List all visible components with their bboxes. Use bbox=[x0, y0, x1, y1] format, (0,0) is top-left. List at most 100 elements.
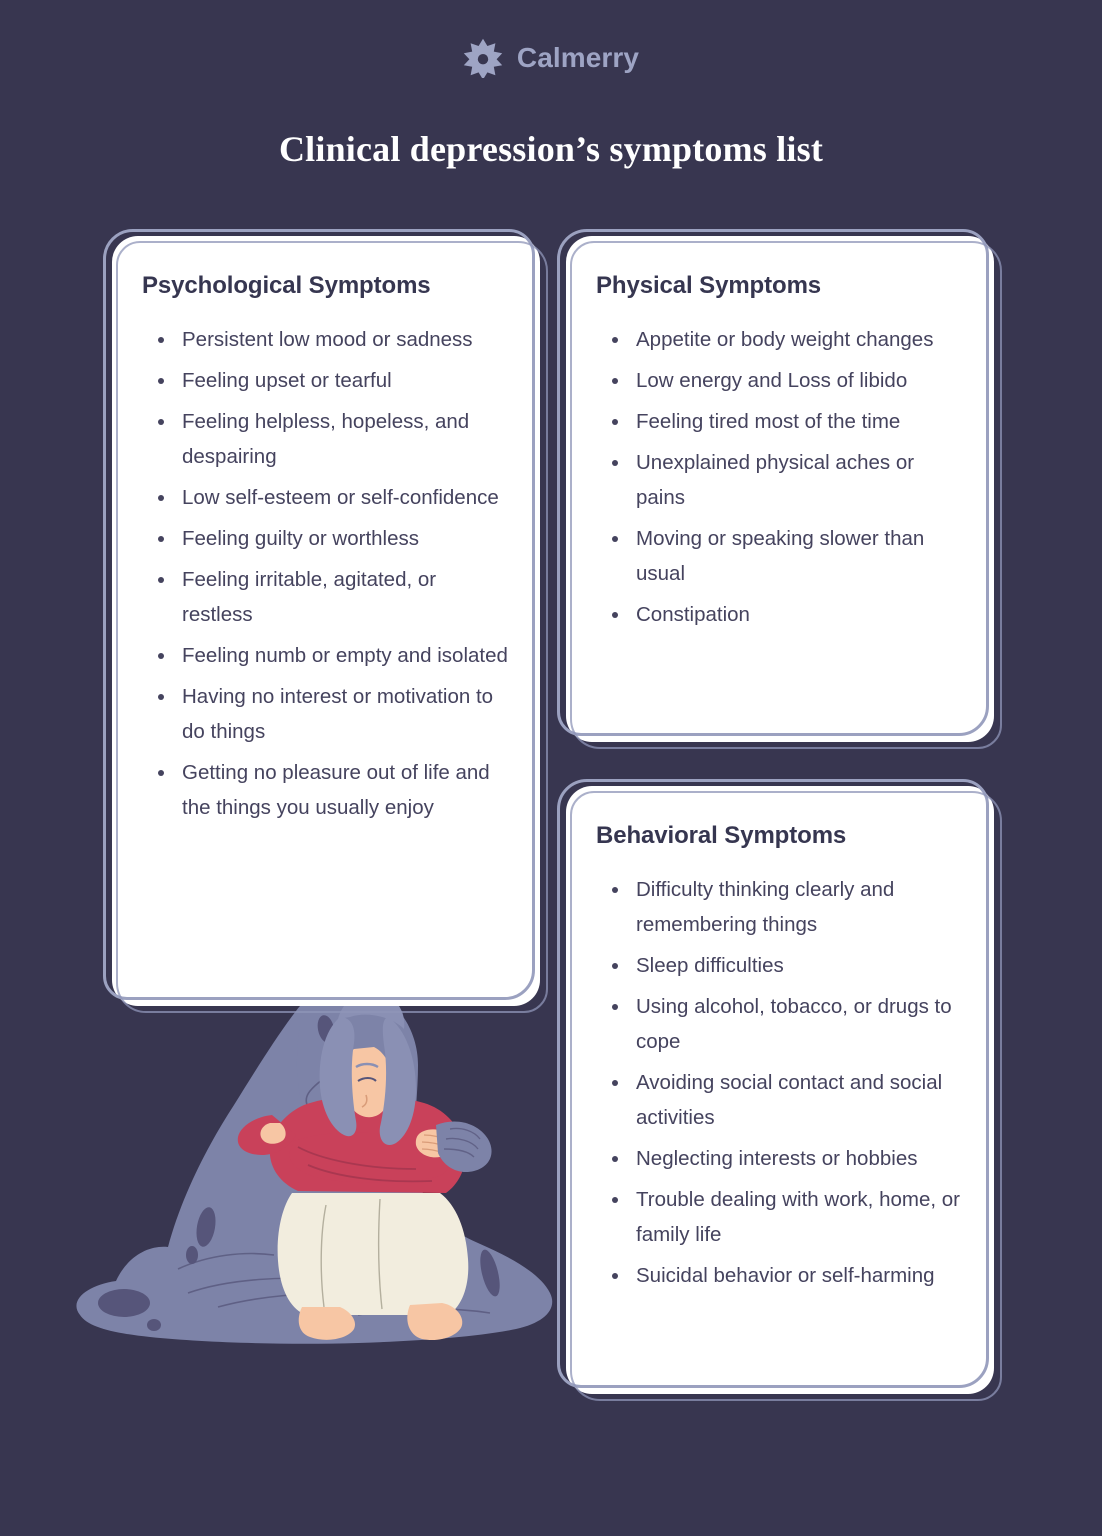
person-face bbox=[343, 1047, 393, 1118]
list-item: Difficulty thinking clearly and remember… bbox=[608, 872, 966, 942]
bullet-icon bbox=[612, 419, 618, 425]
bullet-icon bbox=[612, 612, 618, 618]
person-eyebrow bbox=[355, 1062, 379, 1069]
shadow-arm-right bbox=[436, 1121, 492, 1173]
list-item: Neglecting interests or hobbies bbox=[608, 1141, 966, 1176]
person-arms bbox=[289, 1132, 450, 1183]
list-item: Low energy and Loss of libido bbox=[608, 363, 966, 398]
list-item: Appetite or body weight changes bbox=[608, 322, 966, 357]
shadow-arm-lines bbox=[443, 1127, 481, 1158]
person-pants bbox=[277, 1193, 469, 1315]
list-item: Feeling guilty or worthless bbox=[154, 521, 512, 556]
person-hair-left bbox=[319, 1017, 357, 1137]
list-item-label: Difficulty thinking clearly and remember… bbox=[636, 878, 895, 936]
list-item-label: Moving or speaking slower than usual bbox=[636, 527, 925, 585]
list-item: Getting no pleasure out of life and the … bbox=[154, 755, 512, 825]
bullet-icon bbox=[612, 1197, 618, 1203]
card-heading: Behavioral Symptoms bbox=[596, 822, 847, 849]
bullet-icon bbox=[158, 337, 164, 343]
list-item-label: Avoiding social contact and social activ… bbox=[636, 1071, 943, 1129]
list-item: Suicidal behavior or self-harming bbox=[608, 1258, 966, 1293]
list-item: Feeling upset or tearful bbox=[154, 363, 512, 398]
list-item: Feeling numb or empty and isolated bbox=[154, 638, 512, 673]
list-item-label: Getting no pleasure out of life and the … bbox=[182, 761, 490, 819]
list-item: Feeling tired most of the time bbox=[608, 404, 966, 439]
bullet-icon bbox=[612, 887, 618, 893]
list-item: Trouble dealing with work, home, or fami… bbox=[608, 1182, 966, 1252]
bullet-icon bbox=[612, 1004, 618, 1010]
shadow-blob-5 bbox=[480, 1249, 500, 1297]
person-hand-left bbox=[260, 1123, 286, 1144]
list-item-label: Neglecting interests or hobbies bbox=[636, 1147, 918, 1170]
bullet-icon bbox=[612, 963, 618, 969]
list-item-label: Suicidal behavior or self-harming bbox=[636, 1264, 935, 1287]
list-item-label: Feeling irritable, agitated, or restless bbox=[182, 568, 437, 626]
bullet-icon bbox=[612, 460, 618, 466]
list-item: Avoiding social contact and social activ… bbox=[608, 1065, 966, 1135]
list-item: Persistent low mood or sadness bbox=[154, 322, 512, 357]
symptom-list-psychological: Persistent low mood or sadness Feeling u… bbox=[142, 322, 512, 825]
bullet-icon bbox=[612, 337, 618, 343]
person-nose bbox=[361, 1094, 368, 1108]
bullet-icon bbox=[612, 1156, 618, 1162]
pants-folds bbox=[320, 1198, 383, 1310]
list-item-label: Sleep difficulties bbox=[636, 954, 784, 977]
shadow-blob-1 bbox=[98, 1289, 150, 1317]
list-item: Constipation bbox=[608, 597, 966, 632]
bullet-icon bbox=[612, 378, 618, 384]
bullet-icon bbox=[158, 419, 164, 425]
list-item-label: Trouble dealing with work, home, or fami… bbox=[636, 1188, 960, 1246]
list-item-label: Feeling tired most of the time bbox=[636, 410, 901, 433]
list-item: Unexplained physical aches or pains bbox=[608, 445, 966, 515]
shadow-blob-3 bbox=[196, 1207, 216, 1247]
person-foot-right bbox=[407, 1303, 463, 1341]
bullet-icon bbox=[612, 1273, 618, 1279]
list-item-label: Low energy and Loss of libido bbox=[636, 369, 908, 392]
eight-point-flower-icon bbox=[463, 38, 503, 78]
bullet-icon bbox=[158, 653, 164, 659]
bullet-icon bbox=[158, 495, 164, 501]
list-item-label: Feeling upset or tearful bbox=[182, 369, 392, 392]
bullet-icon bbox=[158, 770, 164, 776]
person-foot-left bbox=[298, 1307, 356, 1340]
card-psychological: Psychological Symptoms Persistent low mo… bbox=[103, 229, 548, 1013]
list-item-label: Appetite or body weight changes bbox=[636, 328, 934, 351]
list-item-label: Low self-esteem or self-confidence bbox=[182, 486, 499, 509]
card-heading: Physical Symptoms bbox=[596, 272, 822, 299]
card-behavioral: Behavioral Symptoms Difficulty thinking … bbox=[557, 779, 1002, 1401]
bullet-icon bbox=[158, 378, 164, 384]
arm-outlines bbox=[297, 1146, 433, 1183]
list-item-label: Constipation bbox=[636, 603, 750, 626]
symptom-list-physical: Appetite or body weight changes Low ener… bbox=[596, 322, 966, 632]
list-item: Low self-esteem or self-confidence bbox=[154, 480, 512, 515]
card-physical: Physical Symptoms Appetite or body weigh… bbox=[557, 229, 1002, 749]
brand-name: Calmerry bbox=[516, 42, 640, 73]
list-item-label: Feeling helpless, hopeless, and despairi… bbox=[182, 410, 470, 468]
person-closed-eye bbox=[357, 1077, 377, 1082]
list-item-label: Unexplained physical aches or pains bbox=[636, 451, 915, 509]
page-title: Clinical depression’s symptoms list bbox=[278, 129, 824, 169]
list-item-label: Persistent low mood or sadness bbox=[182, 328, 473, 351]
list-item: Using alcohol, tobacco, or drugs to cope bbox=[608, 989, 966, 1059]
list-item: Feeling helpless, hopeless, and despairi… bbox=[154, 404, 512, 474]
shadow-blob-2 bbox=[147, 1319, 161, 1331]
list-item-label: Using alcohol, tobacco, or drugs to cope bbox=[636, 995, 952, 1053]
list-item: Feeling irritable, agitated, or restless bbox=[154, 562, 512, 632]
bullet-icon bbox=[158, 577, 164, 583]
list-item-label: Feeling guilty or worthless bbox=[182, 527, 419, 550]
shadow-blob-4 bbox=[186, 1246, 198, 1264]
bullet-icon bbox=[158, 536, 164, 542]
bullet-icon bbox=[612, 536, 618, 542]
list-item: Moving or speaking slower than usual bbox=[608, 521, 966, 591]
bullet-icon bbox=[612, 1080, 618, 1086]
list-item-label: Feeling numb or empty and isolated bbox=[182, 644, 508, 667]
card-heading: Psychological Symptoms bbox=[142, 272, 431, 299]
symptom-list-behavioral: Difficulty thinking clearly and remember… bbox=[596, 872, 966, 1293]
bullet-icon bbox=[158, 694, 164, 700]
list-item: Having no interest or motivation to do t… bbox=[154, 679, 512, 749]
depression-illustration bbox=[76, 977, 553, 1344]
list-item: Sleep difficulties bbox=[608, 948, 966, 983]
brand-logo: Calmerry bbox=[0, 38, 1102, 78]
list-item-label: Having no interest or motivation to do t… bbox=[182, 685, 494, 743]
person-hair-right bbox=[379, 1017, 416, 1146]
